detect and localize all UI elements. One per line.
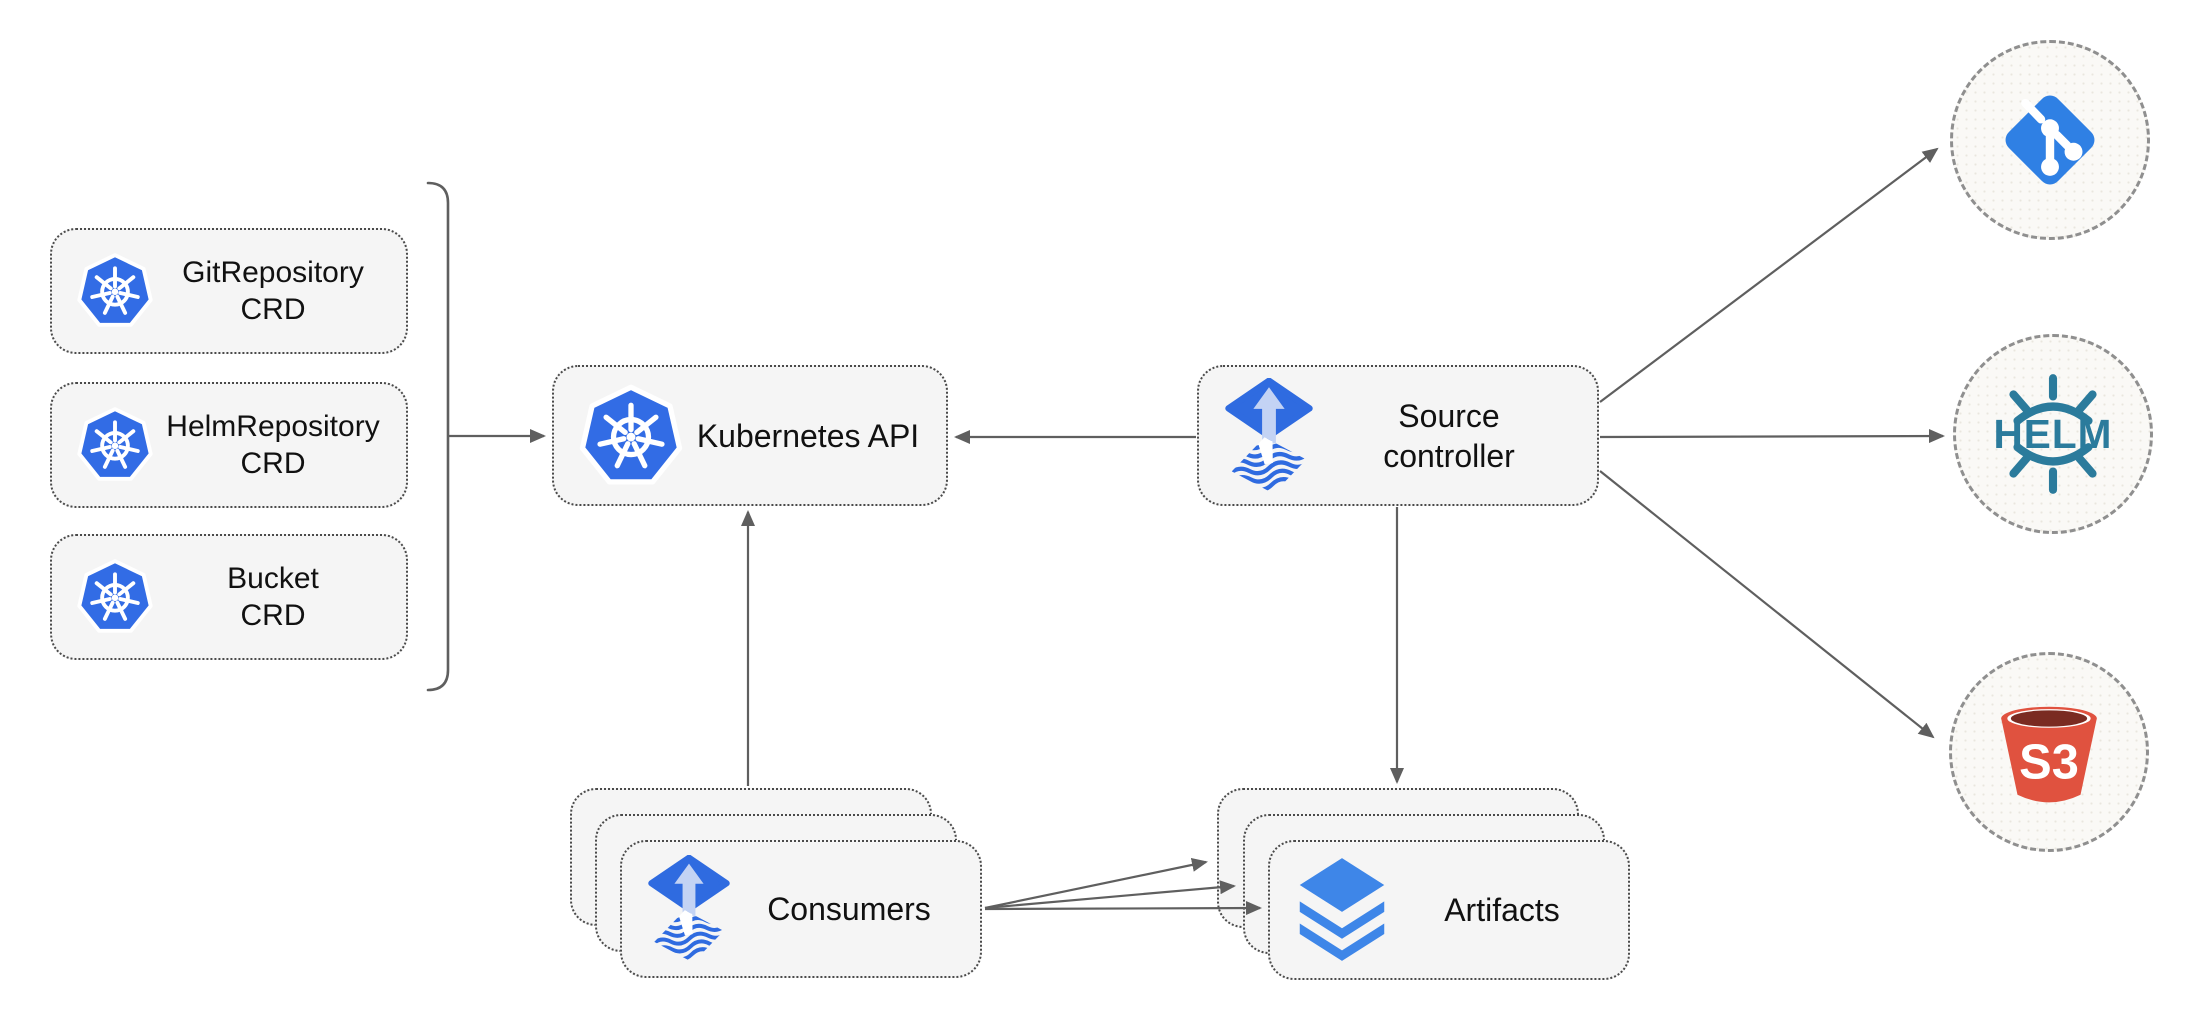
node-gitrepository-crd: GitRepository CRD (50, 228, 408, 354)
node-helm-remote: HELM (1953, 334, 2153, 534)
layers-icon (1294, 856, 1390, 964)
kubernetes-icon (76, 406, 154, 484)
s3-icon-text: S3 (2019, 735, 2079, 789)
crd-group-bracket (426, 181, 450, 692)
edge-consumers-to-artifacts-1 (984, 857, 1208, 910)
git-icon (1994, 84, 2106, 196)
edge-source-to-s3 (1599, 470, 1935, 739)
node-consumers: Consumers (620, 840, 982, 978)
node-helmrepository-crd: HelmRepository CRD (50, 382, 408, 508)
helmrepository-crd-label: HelmRepository CRD (166, 409, 380, 481)
edge-source-to-git (1599, 147, 1939, 403)
bucket-crd-label: Bucket CRD (227, 561, 319, 633)
node-bucket-crd: Bucket CRD (50, 534, 408, 660)
edge-source-to-helm (1599, 429, 1945, 444)
node-artifacts: Artifacts (1268, 840, 1630, 980)
helm-icon-text: HELM (1994, 411, 2113, 457)
consumers-label: Consumers (767, 891, 931, 927)
gitrepository-crd-label: GitRepository CRD (182, 255, 364, 327)
kubernetes-icon (76, 252, 154, 330)
artifacts-label: Artifacts (1444, 892, 1560, 928)
node-kubernetes-api: Kubernetes API (552, 365, 948, 506)
source-controller-label: Source controller (1383, 397, 1515, 474)
flux-icon (1223, 378, 1315, 494)
kubernetes-api-label: Kubernetes API (696, 417, 920, 454)
helm-icon: HELM (1982, 363, 2124, 505)
node-git-remote (1950, 40, 2150, 240)
kubernetes-icon (578, 383, 684, 489)
node-s3-remote: S3 (1949, 652, 2149, 852)
edge-consumers-to-artifacts-2 (984, 880, 1236, 910)
flux-icon (646, 855, 732, 963)
kubernetes-icon (76, 558, 154, 636)
s3-bucket-icon: S3 (1988, 691, 2110, 813)
node-source-controller: Source controller (1197, 365, 1599, 506)
